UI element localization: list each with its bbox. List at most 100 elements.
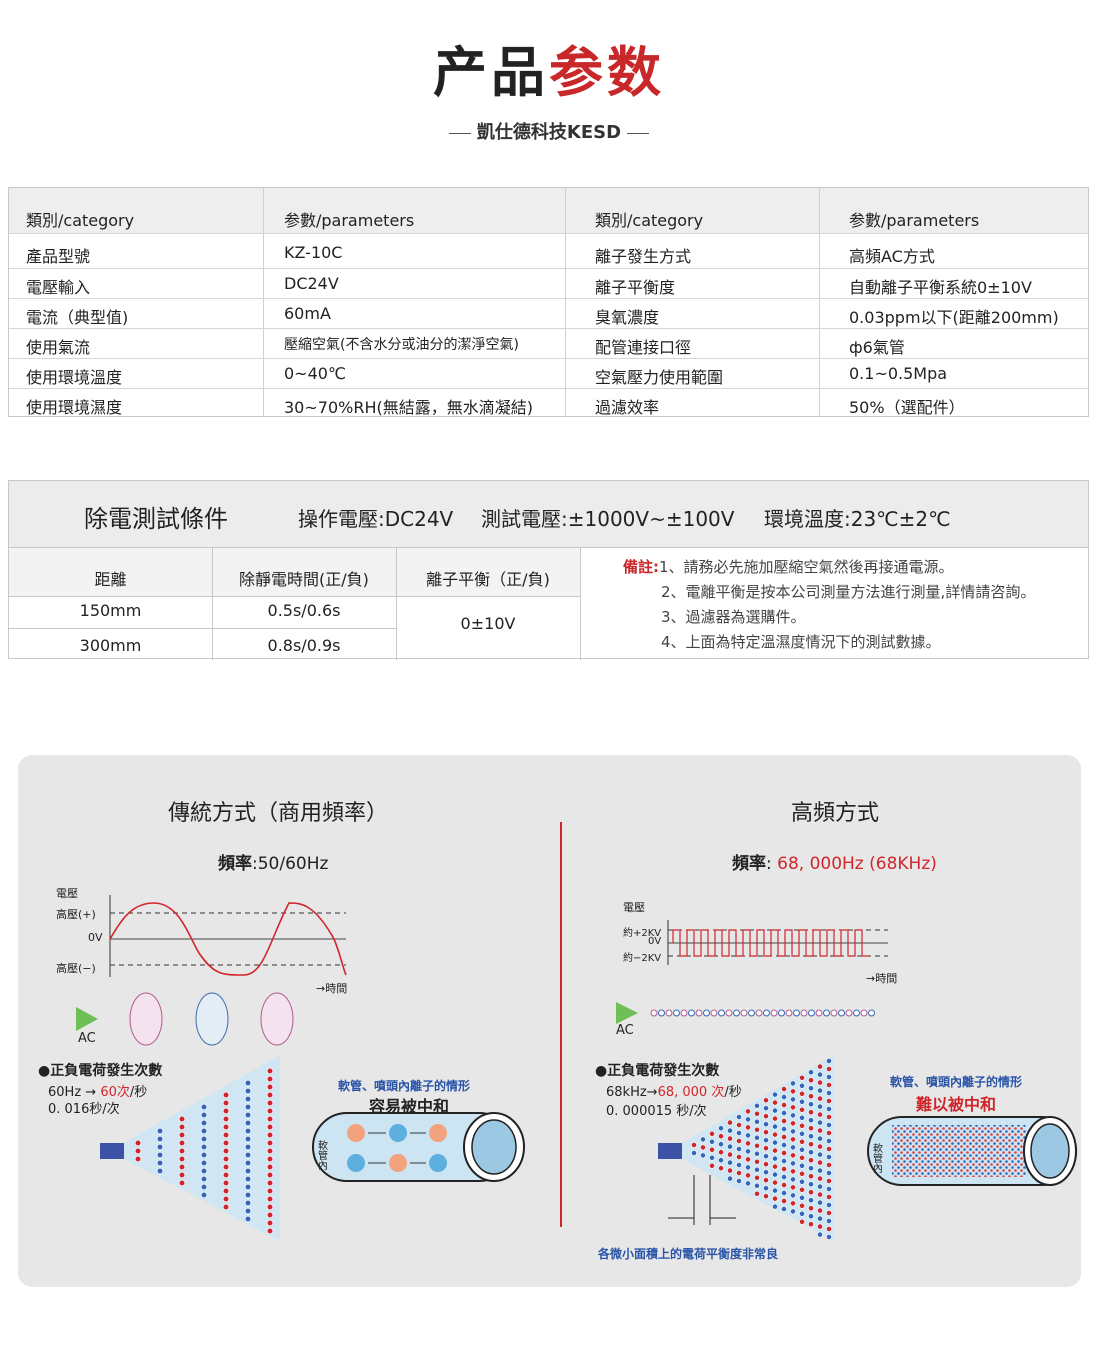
spec-cell: 離子發生方式: [595, 247, 692, 266]
ion-dot: [772, 1107, 778, 1114]
ion-dot: [781, 1102, 787, 1108]
ion-dot: [772, 1123, 778, 1130]
left-ac-label: AC: [78, 1031, 96, 1046]
ion-dot: [700, 1136, 706, 1143]
spec-row-divider: [9, 358, 1088, 359]
ion-dot: [222, 1203, 230, 1211]
ion-dot: [244, 1151, 252, 1159]
ion-dot: [808, 1133, 814, 1140]
ion-dot: [799, 1210, 805, 1217]
charge-dot: [703, 1009, 710, 1017]
test-balance: 0±10V: [460, 614, 516, 633]
ion-dot: [200, 1151, 208, 1159]
ion-dot: [200, 1143, 208, 1151]
spec-cell: 0.03ppm以下(距離200mm): [849, 308, 1059, 327]
left-count-line2: 0. 016秒/次: [48, 1102, 120, 1117]
ion-dot: [244, 1127, 252, 1135]
ion-dot: [826, 1058, 832, 1064]
ion-dot: [790, 1160, 796, 1167]
ion-dot: [808, 1077, 814, 1084]
test-row-divider: [9, 596, 580, 597]
ion-dot: [178, 1179, 186, 1187]
ion-dot: [790, 1136, 796, 1143]
ion-dot: [718, 1125, 724, 1132]
left-axis-high-pos: 高壓(+): [56, 908, 96, 921]
ion-dot: [817, 1199, 823, 1206]
ion-dot: [754, 1174, 760, 1181]
ion-dot: [799, 1194, 805, 1201]
spec-cell: 30~70%RH(無結露，無水滴凝結): [284, 398, 533, 417]
comparison-panel: 傳統方式（商用頻率） 頻率:50/60Hz 電壓 高壓(+) 0V 高壓(−) …: [18, 755, 1081, 1287]
right-ac-arrow-icon: [616, 1002, 638, 1024]
spec-col-divider: [565, 188, 566, 416]
ion-dot: [200, 1127, 208, 1135]
test-distance: 150mm: [79, 601, 142, 620]
note-text: 1、請務必先施加壓縮空氣然後再接通電源。: [659, 558, 954, 576]
ion-dot: [781, 1206, 787, 1212]
ion-dot: [781, 1110, 787, 1116]
freq-label: 頻率: [732, 854, 766, 874]
spec-cell: DC24V: [284, 274, 339, 293]
ion-dot: [826, 1234, 832, 1240]
ion-dot: [266, 1155, 274, 1163]
ion-dot: [178, 1123, 186, 1131]
ion-dot: [799, 1114, 805, 1121]
ion-dot: [244, 1159, 252, 1167]
ion-dot: [781, 1174, 787, 1180]
ion-dot: [799, 1090, 805, 1097]
ion-dot: [178, 1147, 186, 1155]
ion-dot: [266, 1227, 274, 1235]
charge-dot: [748, 1009, 755, 1017]
ion-dot: [222, 1139, 230, 1147]
ion-dot: [200, 1183, 208, 1191]
ion-dot: [754, 1150, 760, 1157]
ion-dot: [754, 1166, 760, 1173]
ion-dot: [178, 1171, 186, 1179]
ion-dot: [222, 1195, 230, 1203]
ion-dot: [790, 1184, 796, 1191]
left-count-c: /秒: [129, 1085, 148, 1100]
ion-dot: [244, 1087, 252, 1095]
ion-dot: [790, 1176, 796, 1183]
spec-header-cell: 参數/parameters: [849, 211, 980, 230]
ion-dot: [266, 1195, 274, 1203]
ion-dot: [266, 1139, 274, 1147]
spec-table: 類別/category 参數/parameters 類別/category 参數…: [8, 187, 1089, 417]
ion-dot: [817, 1103, 823, 1110]
ion-dot: [826, 1186, 832, 1192]
charge-dot: [695, 1009, 703, 1017]
title-part2: 参数: [549, 41, 665, 104]
spec-table-header-row: [9, 188, 1088, 233]
left-hose-inside-text: 軟管內: [316, 1139, 328, 1171]
freq-value: 68, 000Hz (68KHz): [777, 854, 937, 874]
ion-dot: [222, 1123, 230, 1131]
test-col-divider: [212, 548, 213, 660]
right-nozzle-icon: [658, 1143, 682, 1159]
ion-dot: [799, 1186, 805, 1193]
note-line-3: 3、過濾器為選購件。: [661, 608, 806, 626]
ion-dot: [826, 1122, 832, 1128]
ion-dot: [790, 1096, 796, 1103]
ion-dot: [817, 1135, 823, 1142]
charge-dot: [853, 1009, 860, 1017]
ion-dot: [266, 1131, 274, 1139]
note-line-1: 備註:1、請務必先施加壓縮空氣然後再接通電源。: [623, 556, 954, 577]
ion-dot: [727, 1127, 733, 1134]
test-column-header-row: [9, 548, 580, 596]
ion-dot: [736, 1154, 742, 1160]
ion-dot: [222, 1107, 230, 1115]
left-count-a: 60Hz →: [48, 1085, 101, 1100]
charge-dot: [815, 1009, 823, 1017]
ion-dot: [808, 1125, 814, 1132]
ion-dot: [745, 1116, 751, 1123]
ion-pair-icon: [347, 1124, 365, 1142]
ion-dot: [826, 1226, 832, 1232]
ion-dot: [808, 1189, 814, 1196]
ion-dot: [826, 1114, 832, 1120]
ion-dot: [772, 1147, 778, 1154]
ion-dot: [817, 1087, 823, 1094]
ion-dot: [826, 1074, 832, 1080]
ion-dot: [790, 1144, 796, 1151]
subtitle-text: 凱仕德科技KESD: [476, 122, 622, 143]
ion-dot: [718, 1157, 724, 1164]
